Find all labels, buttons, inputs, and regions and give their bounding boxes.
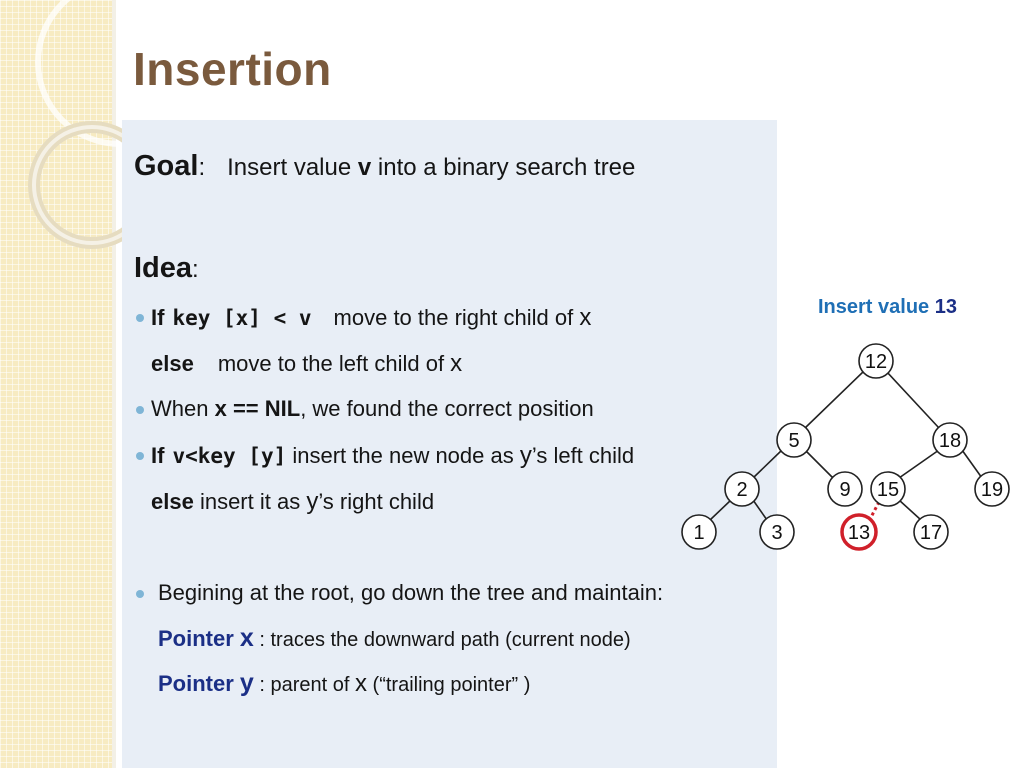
node-label: 15 [877,479,899,501]
goal-var: v [357,154,372,181]
bullet-if-v-less-key: If v<key [y] insert the new node as y’s l… [151,442,634,470]
node-label: 5 [788,430,799,452]
node-label: 12 [865,351,887,373]
goal-line: Goal: Insert value v into a binary search… [134,150,635,183]
tree-node: 17 [913,514,949,550]
decorative-rings [28,0,130,249]
pointer-y-label: Pointer [158,671,240,696]
keyword-else: else [151,489,194,514]
tree-node: 9 [827,471,863,507]
tree-caption: Insert value 13 [818,296,957,319]
keyword-if: If [151,443,165,468]
tree-edge [961,449,983,479]
tree-node: 5 [776,422,812,458]
code-key-x-less-v: key [x] < v [172,306,312,330]
bullet-text: move to the left child of [217,351,451,376]
var-y: y [306,488,319,515]
bullet-marker [136,314,144,322]
pointer-y-text: (“trailing pointer” ) [366,674,531,696]
tree-caption-label: Insert value [818,296,930,318]
bullet-text: move to the right child of [333,305,580,330]
pointer-x-text: : traces the downward path (current node… [253,629,631,651]
bullet-text: , we found the correct position [300,396,594,421]
tree-edge [804,370,865,429]
tree-node-inserted: 13 [840,513,878,551]
pointer-x-label: Pointer [158,626,240,651]
bullet-text: ’s left child [531,443,635,468]
tree-node: 12 [858,343,894,379]
node-label: 9 [839,479,850,501]
bullet-when-nil: When x == NIL, we found the correct posi… [151,396,594,422]
tree-node: 19 [974,471,1010,507]
pointer-x-line: Pointer x : traces the downward path (cu… [158,624,631,653]
bullet-marker [136,590,144,598]
bullet-else-left: else move to the left child of x [151,350,462,378]
decorative-divider [112,0,116,768]
tree-edge [885,370,940,429]
pointer-y-line: Pointer y : parent of x (“trailing point… [158,669,530,698]
idea-label: Idea [134,252,193,284]
tree-node: 15 [870,471,906,507]
bullet-marker [136,452,144,460]
tree-node: 18 [932,422,968,458]
keyword-else: else [151,351,194,376]
var-x: x [579,304,592,331]
var-x: x [354,670,367,697]
var-y: y [519,442,532,469]
slide-title: Insertion [133,43,332,95]
var-y: y [239,669,254,697]
node-label: 17 [920,522,942,544]
tree-edge [898,449,940,479]
var-x: x [450,350,463,377]
tree-edge [898,499,922,521]
node-label: 18 [939,430,961,452]
goal-text-before: Insert value [227,154,358,181]
node-label: 13 [848,522,870,544]
new-node-edge [867,501,881,522]
code-v-less-key-y: v<key [y] [172,444,287,468]
tree-caption-value: 13 [934,296,957,318]
bullet-text: insert it as [193,489,307,514]
bullet-begin-root: Begining at the root, go down the tree a… [158,580,664,605]
idea-line: Idea: [134,252,199,285]
bullet-text: When [151,396,215,421]
goal-label: Goal [134,150,199,182]
content-panel [122,120,777,768]
bullet-text: ’s right child [318,489,435,514]
node-label: 19 [981,479,1003,501]
code-x-eq-nil: x == NIL [214,396,301,421]
idea-colon: : [192,256,199,283]
goal-text-after: into a binary search tree [371,154,636,181]
bullet-marker [136,406,144,414]
bullet-text: insert the new node as [286,443,520,468]
keyword-if: If [151,305,165,330]
pointer-y-text: : parent of [253,674,355,696]
bullet-else-right: else insert it as y’s right child [151,488,434,516]
var-x: x [239,624,254,652]
tree-edge [804,449,834,479]
goal-colon: : [198,154,206,181]
